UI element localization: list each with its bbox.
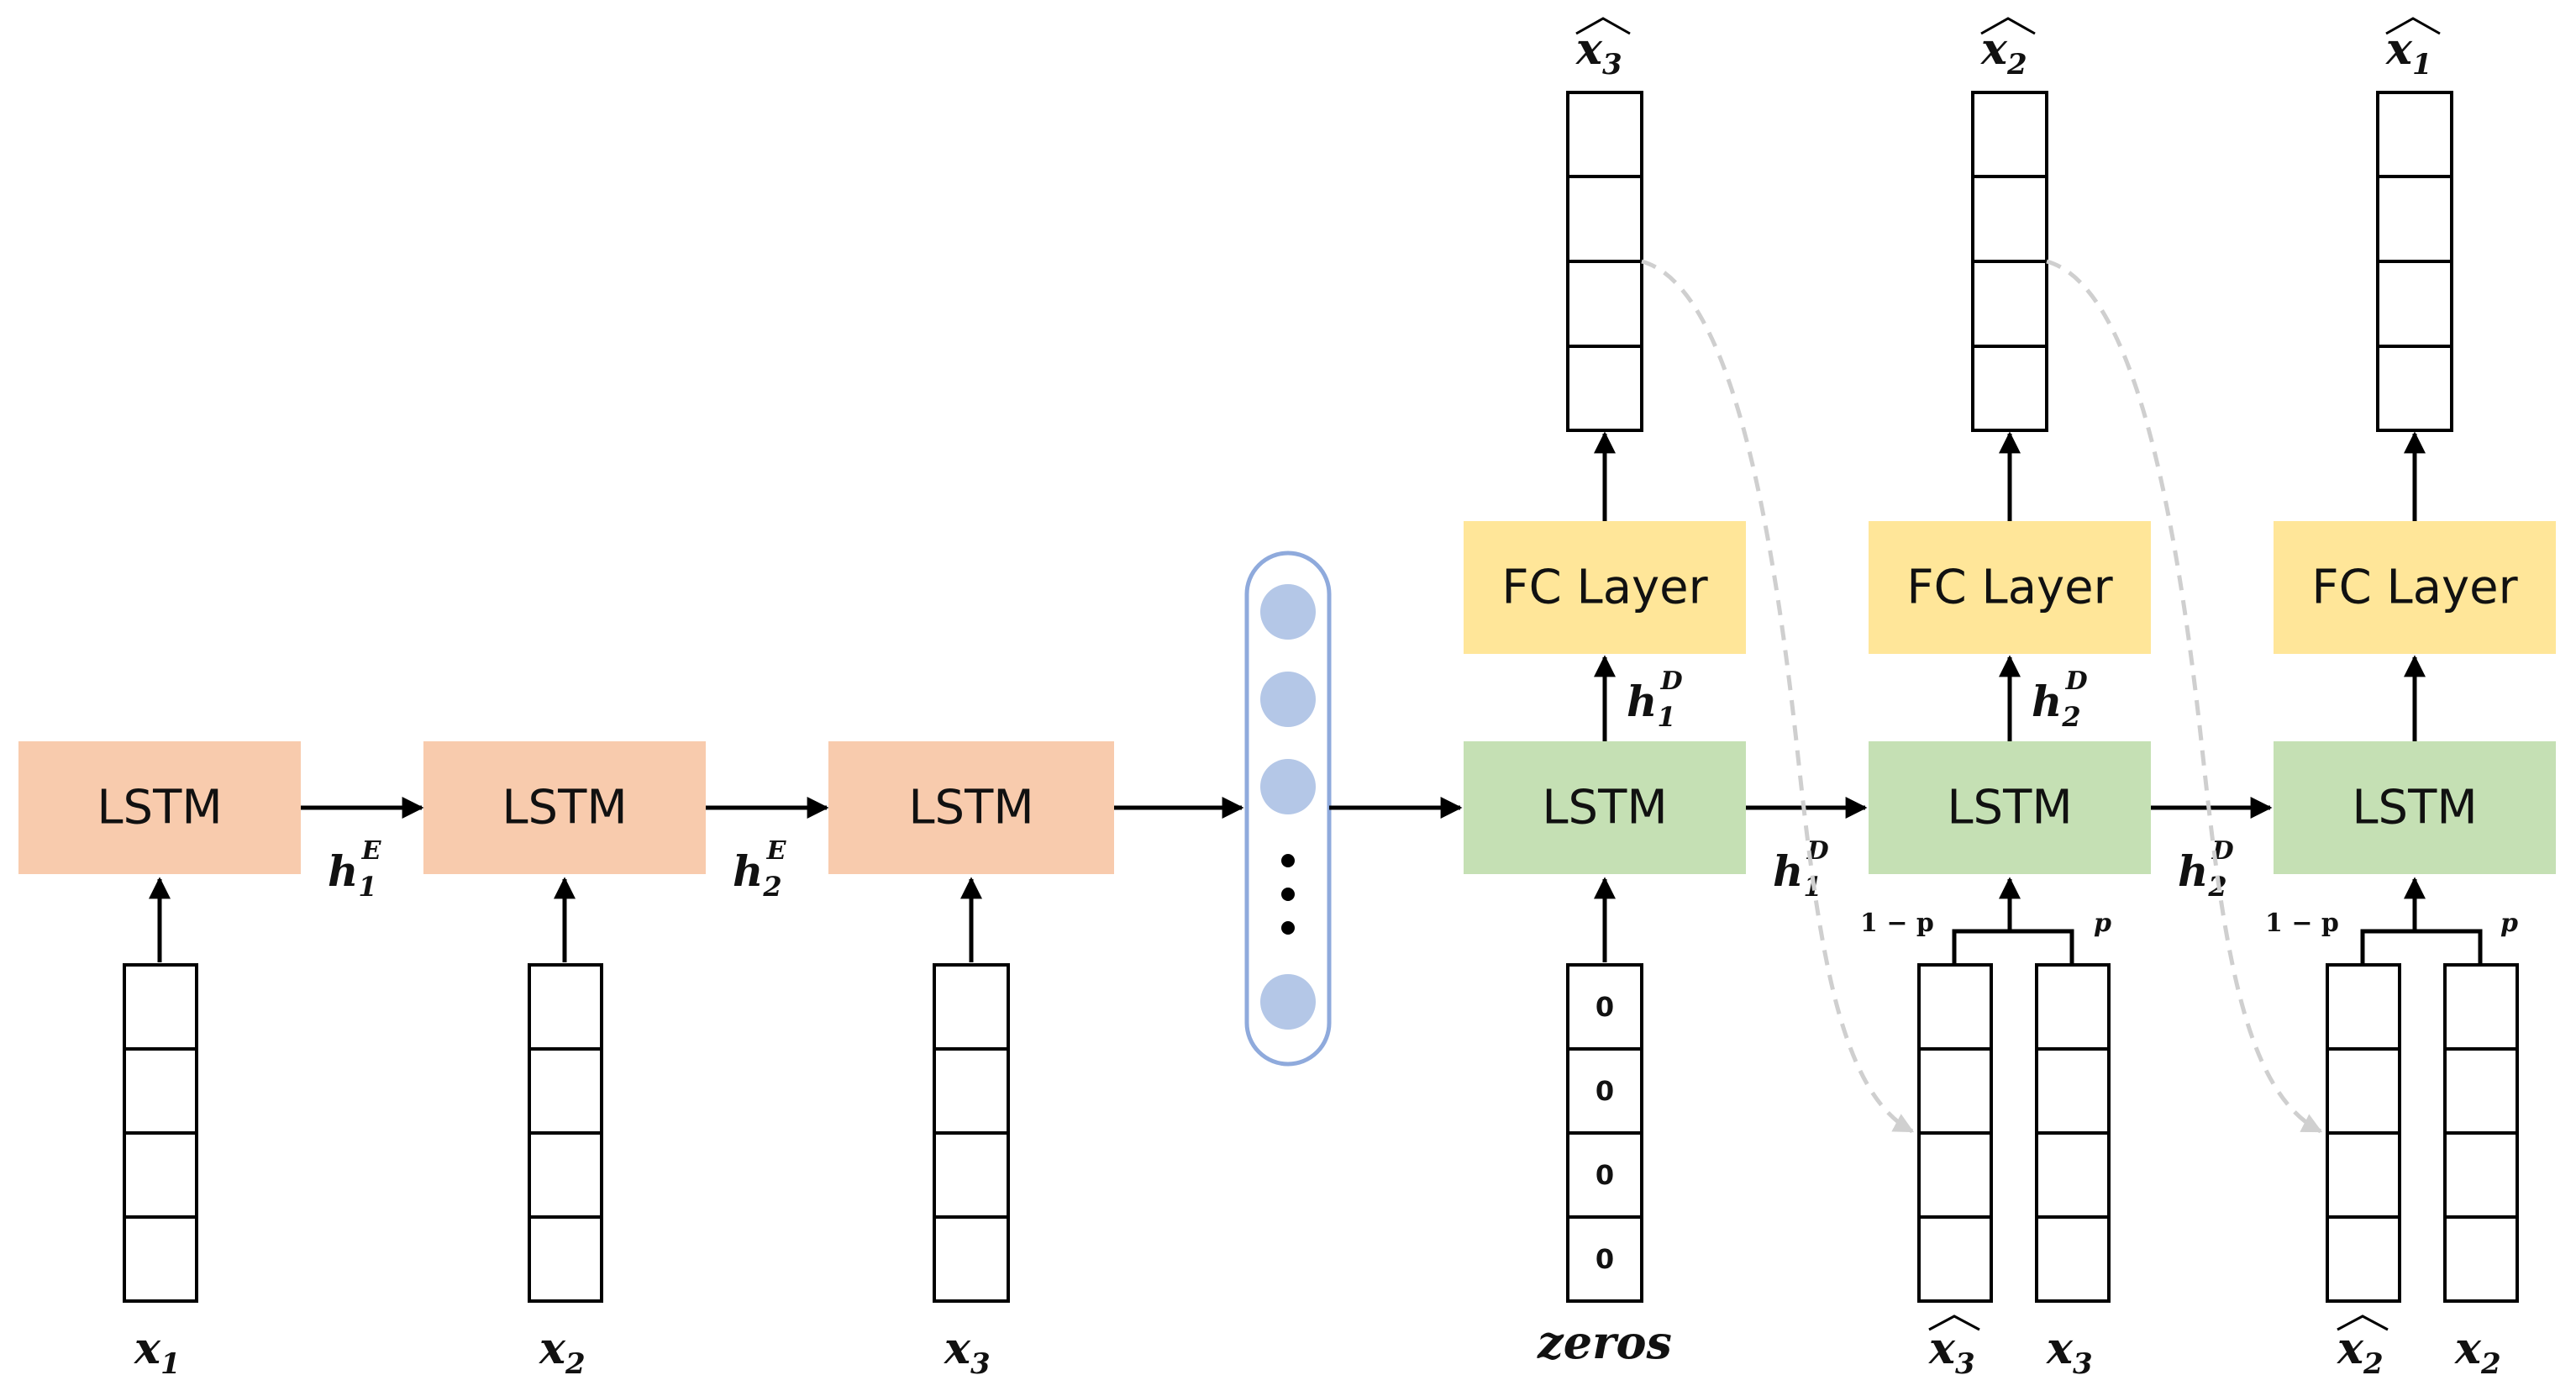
- zero-cell: 0: [1596, 1075, 1614, 1107]
- latent-ellipsis-dot: [1281, 854, 1295, 867]
- mix-right-label: x3: [2046, 1323, 2093, 1381]
- mix-input-1: 1 − p p x3 x3: [1860, 877, 2111, 1381]
- mix-left-label: x2: [2337, 1323, 2384, 1381]
- decoder-lstm-box: [1464, 741, 1746, 874]
- latent-ellipsis-dot: [1281, 921, 1295, 935]
- decoder-lstm-label: LSTM: [1947, 781, 2072, 835]
- decoder-lstm-1: LSTM: [1464, 741, 1746, 874]
- feedback-dashed-arrow-1: [1641, 259, 1915, 1134]
- fc-layer-box: [1464, 521, 1746, 654]
- svg-text:x1: x1: [2385, 24, 2432, 82]
- encoder: LSTM LSTM LSTM h1E h2E: [18, 741, 1244, 1381]
- mix-left-vector: [2326, 963, 2401, 1303]
- mix-connector: [1952, 929, 2074, 965]
- encoder-input-label-2: x2: [539, 1323, 586, 1381]
- mix-left-weight: 1 − p: [1860, 909, 1934, 938]
- svg-text:x2: x2: [1980, 24, 2027, 82]
- zeros-label: zeros: [1537, 1315, 1672, 1369]
- decoder-lstm-box: [2274, 741, 2556, 874]
- zeros-vector: 0 0 0 0: [1566, 963, 1643, 1303]
- encoder-lstm-label: LSTM: [97, 781, 222, 835]
- fc-layer-1: FC Layer: [1464, 521, 1746, 654]
- zero-cell: 0: [1596, 1243, 1614, 1275]
- mix-right-label: x2: [2454, 1323, 2501, 1381]
- latent-node: [1260, 672, 1316, 727]
- encoder-lstm-3: LSTM: [828, 741, 1114, 874]
- encoder-lstm-label: LSTM: [502, 781, 627, 835]
- fc-layer-box: [1869, 521, 2151, 654]
- output-vector-2: [1971, 91, 2048, 432]
- svg-text:x3: x3: [1575, 24, 1622, 82]
- decoder-lstm-2: LSTM: [1869, 741, 2151, 874]
- input-vector-x3: [933, 963, 1010, 1303]
- encoder-hidden-1: h1E: [328, 836, 382, 903]
- decoder: LSTM LSTM LSTM FC Layer FC Layer FC Laye…: [1464, 17, 2556, 1381]
- encoder-hidden-2: h2E: [733, 836, 787, 903]
- fc-layer-2: FC Layer: [1869, 521, 2151, 654]
- decoder-hidden-up-1: h1D: [1627, 667, 1683, 733]
- decoder-lstm-3: LSTM: [2274, 741, 2556, 874]
- decoder-lstm-box: [1869, 741, 2151, 874]
- mix-input-2: 1 − p p x2 x2: [2265, 877, 2519, 1381]
- encoder-input-label-1: x1: [134, 1323, 181, 1381]
- zero-cell: 0: [1596, 991, 1614, 1023]
- mix-left-label: x3: [1928, 1323, 1975, 1381]
- output-vector-1: [1566, 91, 1643, 432]
- input-vector-x2: [528, 963, 603, 1303]
- input-vector-x1: [123, 963, 198, 1303]
- output-label-1: x3: [1575, 17, 1631, 82]
- decoder-lstm-label: LSTM: [2352, 781, 2477, 835]
- mix-right-vector: [2035, 963, 2111, 1303]
- encoder-lstm-1: LSTM: [18, 741, 301, 874]
- mix-right-weight: p: [2500, 909, 2518, 938]
- mix-right-weight: p: [2094, 909, 2111, 938]
- fc-layer-3: FC Layer: [2274, 521, 2556, 654]
- feedback-dashed-arrow-2: [2046, 259, 2323, 1134]
- output-label-3: x1: [2385, 17, 2441, 82]
- latent-ellipsis-dot: [1281, 888, 1295, 901]
- mix-left-weight: 1 − p: [2265, 909, 2339, 938]
- encoder-lstm-label: LSTM: [908, 781, 1033, 835]
- zero-cell: 0: [1596, 1159, 1614, 1191]
- decoder-hidden-right-2: h2D: [2178, 836, 2234, 903]
- latent-node: [1260, 759, 1316, 814]
- mix-left-vector: [1917, 963, 1993, 1303]
- latent-node: [1260, 584, 1316, 640]
- decoder-lstm-label: LSTM: [1542, 781, 1667, 835]
- encoder-lstm-box: [18, 741, 301, 874]
- fc-layer-label: FC Layer: [1501, 561, 1708, 615]
- encoder-lstm-box: [828, 741, 1114, 874]
- fc-layer-label: FC Layer: [2311, 561, 2518, 615]
- latent-node: [1260, 974, 1316, 1030]
- decoder-hidden-up-2: h2D: [2032, 667, 2088, 733]
- fc-layer-box: [2274, 521, 2556, 654]
- encoder-input-label-3: x3: [944, 1323, 991, 1381]
- latent-vector: [1244, 551, 1463, 1067]
- encoder-lstm-box: [423, 741, 706, 874]
- fc-layer-label: FC Layer: [1906, 561, 2113, 615]
- output-label-2: x2: [1980, 17, 2036, 82]
- mix-right-vector: [2443, 963, 2519, 1303]
- output-vector-3: [2376, 91, 2453, 432]
- encoder-lstm-2: LSTM: [423, 741, 706, 874]
- decoder-hidden-right-1: h1D: [1773, 836, 1829, 903]
- mix-connector: [2360, 929, 2483, 965]
